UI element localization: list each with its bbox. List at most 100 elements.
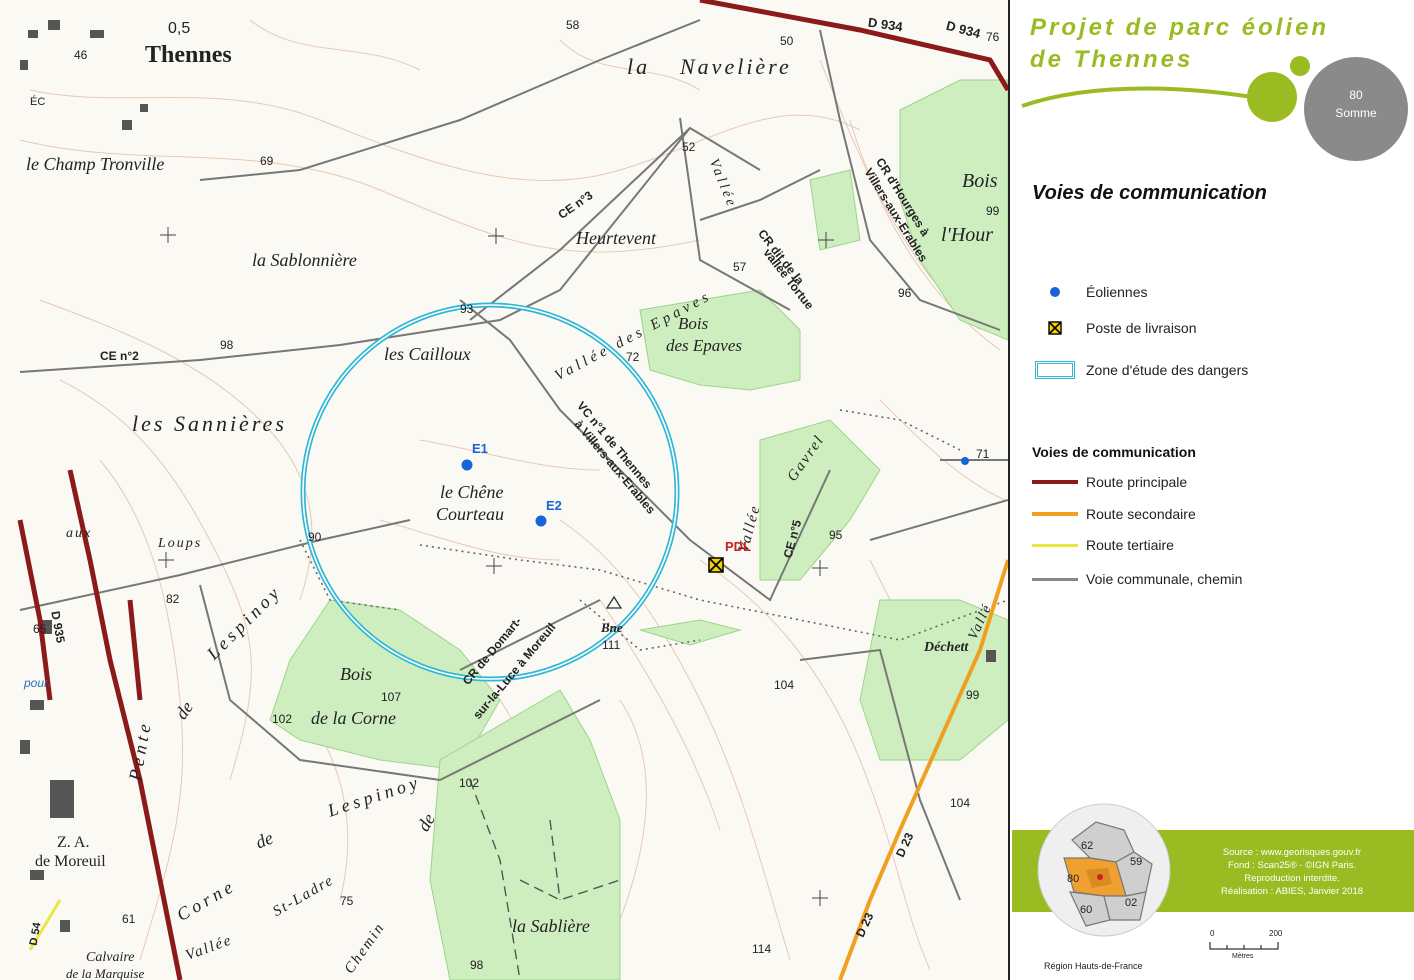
region-caption: Région Hauts-de-France bbox=[1044, 961, 1143, 971]
elev: 96 bbox=[898, 286, 912, 300]
elev: 57 bbox=[733, 260, 747, 274]
label-bois-hour: Bois bbox=[962, 170, 998, 192]
scale-200: 200 bbox=[1269, 929, 1283, 938]
elev: 76 bbox=[986, 30, 1000, 44]
label-bois-epaves-1: Bois bbox=[678, 314, 709, 333]
map-title-line2: de Thennes bbox=[1030, 46, 1194, 73]
woods bbox=[269, 79, 1008, 980]
label-heurtevent: Heurtevent bbox=[576, 228, 656, 248]
turbine-e2-marker bbox=[535, 515, 547, 527]
legend-item-pdl: Poste de livraison bbox=[1032, 320, 1197, 336]
label-bois-epaves-2: des Epaves bbox=[666, 336, 743, 355]
dept-02: 02 bbox=[1125, 897, 1138, 909]
elev: 82 bbox=[166, 592, 180, 606]
local-roads bbox=[19, 19, 1008, 901]
label-pdl: PDL bbox=[725, 539, 751, 554]
legend-item-turbines: Éoliennes bbox=[1032, 284, 1148, 300]
dept-59: 59 bbox=[1130, 856, 1143, 868]
legend-road-local: Voie communale, chemin bbox=[1032, 571, 1242, 587]
elev: 75 bbox=[340, 894, 354, 908]
label-cailloux: les Cailloux bbox=[384, 344, 471, 364]
label-hour: l'Hour bbox=[941, 224, 994, 246]
label-pour: pour. bbox=[24, 676, 51, 690]
scale-zero: 0 bbox=[1210, 929, 1215, 938]
dept-62: 62 bbox=[1081, 840, 1094, 852]
pdl-icon bbox=[1048, 321, 1062, 335]
label-calvaire: Calvaire bbox=[86, 950, 135, 965]
main-roads bbox=[17, 0, 1008, 980]
pdl-marker bbox=[708, 557, 724, 573]
elev: 111 bbox=[602, 638, 621, 652]
badge-department: Somme bbox=[1335, 106, 1377, 120]
elev: 98 bbox=[470, 958, 484, 972]
main-road-swatch bbox=[1032, 480, 1078, 484]
turbine-icon bbox=[1050, 287, 1060, 297]
label-dechett: Déchett bbox=[924, 640, 969, 655]
elev: 52 bbox=[682, 140, 696, 154]
roads-legend-title: Voies de communication bbox=[1032, 444, 1196, 460]
dept-80: 80 bbox=[1067, 873, 1080, 885]
elev: 93 bbox=[460, 302, 474, 316]
elev: 104 bbox=[774, 678, 795, 692]
label-loups: Loups bbox=[158, 536, 203, 551]
elev: 58 bbox=[566, 18, 580, 32]
secondary-road bbox=[838, 559, 1008, 980]
footpaths bbox=[299, 409, 1008, 651]
label-aux: aux bbox=[66, 526, 93, 541]
elev: 114 bbox=[752, 942, 772, 956]
elev: 50 bbox=[780, 34, 794, 48]
legend-item-zone: Zone d'étude des dangers bbox=[1032, 361, 1248, 379]
label-sannieres: les Sannières bbox=[132, 411, 287, 436]
elev: 90 bbox=[308, 530, 322, 544]
label-turbine-e2: E2 bbox=[546, 498, 562, 513]
elev: 95 bbox=[829, 528, 843, 542]
legend-panel: Projet de parc éolien de Thennes 80 Somm… bbox=[1012, 0, 1414, 980]
forest-tracks bbox=[469, 779, 621, 980]
scale-unit: Mètres bbox=[1232, 953, 1254, 960]
header-decoration bbox=[1021, 56, 1408, 161]
legend-road-main: Route principale bbox=[1032, 474, 1187, 490]
label-courteau: Courteau bbox=[436, 504, 505, 524]
elev: 99 bbox=[966, 688, 980, 702]
label-champ-tronville: le Champ Tronville bbox=[26, 154, 165, 174]
scale-bar bbox=[1209, 942, 1279, 950]
label-ec: ÉC bbox=[30, 96, 46, 108]
turbine-e1-marker bbox=[461, 459, 473, 471]
elev: 69 bbox=[260, 154, 274, 168]
dept-60: 60 bbox=[1080, 904, 1093, 916]
badge-number: 80 bbox=[1349, 88, 1363, 102]
label-thennes: Thennes bbox=[145, 42, 232, 68]
label-bois-corne-2: de la Corne bbox=[311, 708, 396, 728]
elev: 65 bbox=[33, 622, 47, 636]
label-turbine-e1: E1 bbox=[472, 441, 488, 456]
label-marquise: de la Marquise bbox=[66, 966, 145, 980]
elev: 98 bbox=[220, 338, 234, 352]
elev: 102 bbox=[459, 776, 480, 790]
elev: 61 bbox=[122, 912, 136, 926]
elev: 102 bbox=[272, 712, 293, 726]
grid-crosses bbox=[158, 227, 834, 906]
label-bne: Bne bbox=[601, 620, 623, 635]
legend-title: Voies de communication bbox=[1032, 182, 1267, 204]
label-sabliere: la Sablière bbox=[512, 916, 590, 936]
elev: 46 bbox=[74, 48, 88, 62]
label-za: Z. A. bbox=[57, 834, 90, 851]
label-navelere-la: la bbox=[627, 54, 651, 79]
label-za-moreuil: de Moreuil bbox=[35, 853, 106, 870]
topographic-map[interactable]: 0,5 ÉC pour. Thennes la Navelière le Cha… bbox=[0, 0, 1010, 980]
zone-icon bbox=[1035, 361, 1075, 379]
label-chene: le Chêne bbox=[440, 482, 504, 502]
elev: 71 bbox=[976, 447, 990, 461]
label-bois-corne-1: Bois bbox=[340, 664, 373, 684]
local-road-swatch bbox=[1032, 577, 1078, 581]
label-sablonniere: la Sablonnière bbox=[252, 250, 357, 270]
elev: 107 bbox=[381, 690, 402, 704]
source-credits: Source : www.georisques.gouv.fr Fond : S… bbox=[1220, 847, 1364, 897]
elev: 104 bbox=[950, 796, 971, 810]
region-inset-map bbox=[1037, 803, 1171, 937]
label-ce2: CE n°2 bbox=[100, 349, 139, 363]
elev: 72 bbox=[626, 350, 640, 364]
map-canvas bbox=[0, 0, 1008, 980]
elev: 99 bbox=[986, 204, 1000, 218]
buildings bbox=[20, 20, 996, 932]
